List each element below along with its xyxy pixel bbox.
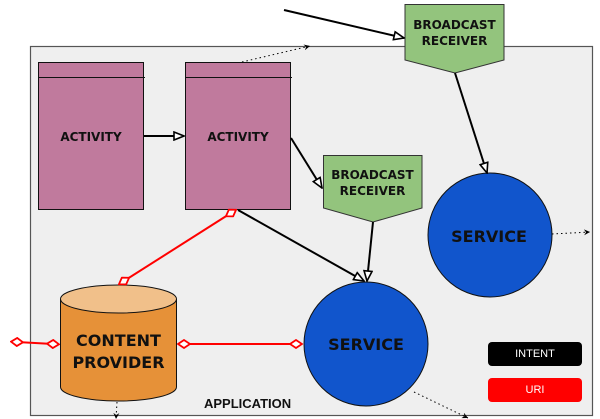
broadcast-receiver-node-mid[interactable]: BROADCAST RECEIVER (323, 155, 423, 223)
content-provider-label: CONTENT (76, 331, 161, 350)
intent-edge-broadcast-to-service-right (454, 72, 487, 173)
intent-edge-external-to-broadcast (283, 9, 404, 38)
activity-label: ACTIVITY (207, 130, 269, 144)
broadcast-receiver-label: BROADCAST (413, 18, 496, 32)
broadcast-receiver-label: RECEIVER (340, 184, 406, 198)
broadcast-receiver-label: RECEIVER (422, 34, 488, 48)
dotted-edge-service-right-out (551, 229, 591, 236)
content-provider-node[interactable]: CONTENT PROVIDER (60, 284, 177, 402)
intent-edge-broadcast-to-service (367, 221, 374, 281)
legend-uri[interactable]: URI (488, 378, 582, 402)
legend-intent[interactable]: INTENT (488, 342, 582, 366)
intent-edge-activity-to-broadcast (290, 137, 322, 188)
activity-node-2[interactable]: ACTIVITY (185, 62, 293, 210)
activity-node-1[interactable]: ACTIVITY (38, 62, 146, 210)
service-node-bottom[interactable]: SERVICE (303, 281, 429, 407)
service-node-right[interactable]: SERVICE (427, 172, 553, 298)
broadcast-receiver-label: BROADCAST (331, 168, 414, 182)
content-provider-label: PROVIDER (72, 353, 164, 372)
service-label: SERVICE (328, 335, 404, 354)
uri-edge-activity-to-content-provider (124, 213, 231, 281)
legend-uri-label: URI (525, 384, 545, 396)
uri-edge-external-to-content-provider (17, 342, 53, 344)
broadcast-receiver-node-top[interactable]: BROADCAST RECEIVER (404, 4, 505, 74)
dotted-edge-service-bottom-out (413, 391, 469, 419)
service-label: SERVICE (451, 227, 527, 246)
dotted-edge-content-provider-out (113, 401, 120, 419)
activity-label: ACTIVITY (60, 130, 122, 144)
legend-intent-label: INTENT (515, 348, 555, 360)
application-label: APPLICATION (204, 396, 292, 411)
intent-edge-activity-to-service (237, 209, 364, 281)
